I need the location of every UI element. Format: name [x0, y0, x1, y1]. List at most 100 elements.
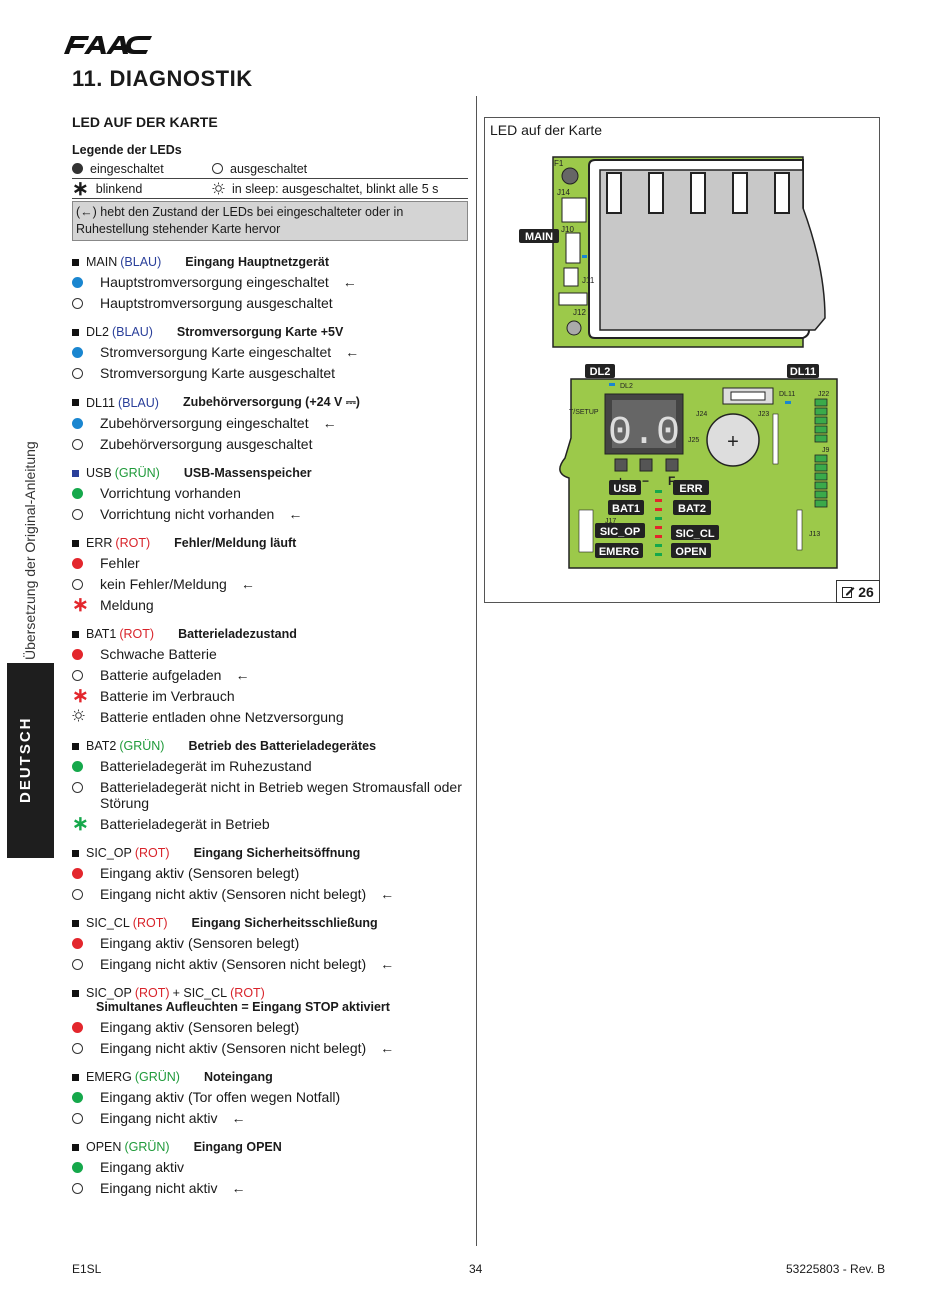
svg-text:0.0: 0.0	[608, 411, 680, 456]
led-name: USB	[86, 466, 112, 480]
led-state-item: Batterie aufgeladen←	[72, 667, 468, 683]
led-state-text: Eingang aktiv (Sensoren belegt)	[100, 865, 300, 881]
label-dl11: DL11	[790, 366, 816, 378]
led-color: (ROT)	[134, 986, 170, 1000]
figure-caption: LED auf der Karte	[490, 122, 603, 138]
led-color-2: (ROT)	[230, 986, 265, 1000]
led-description: Betrieb des Batterieladegerätes	[188, 739, 377, 753]
default-state-arrow-icon: ←	[288, 506, 303, 522]
led-description: USB-Massenspeicher	[183, 466, 312, 480]
led-off-icon	[72, 958, 83, 970]
led-section-header: SIC_CL(ROT)Eingang Sicherheitsschließung	[72, 916, 468, 930]
bullet-square	[72, 539, 79, 547]
led-off-icon	[72, 888, 83, 900]
label-j9: J9	[822, 447, 830, 454]
led-state-item: Batterie entladen ohne Netzversorgung	[72, 709, 468, 725]
label-j12: J12	[573, 308, 586, 317]
led-state-item: Eingang aktiv	[72, 1159, 468, 1175]
page-title: 11. DIAGNOSTIK	[72, 66, 253, 91]
default-state-arrow-icon: ←	[345, 344, 360, 360]
bullet-square	[72, 469, 79, 477]
led-state-text: Eingang nicht aktiv (Sensoren nicht bele…	[100, 1040, 395, 1056]
led-state-item: Hauptstromversorgung eingeschaltet←	[72, 274, 468, 290]
label-dl2-small: DL2	[620, 383, 633, 390]
led-state-item: Eingang nicht aktiv←	[72, 1180, 468, 1196]
led-color: (GRÜN)	[134, 1070, 180, 1084]
led-off-icon	[72, 669, 83, 681]
led-section-header: BAT2(GRÜN)Betrieb des Batterieladegeräte…	[72, 739, 468, 753]
led-state-item: Batterieladegerät im Ruhezustand	[72, 758, 468, 774]
led-off-icon	[72, 297, 83, 309]
led-name: SIC_OP	[86, 846, 132, 860]
label-j13: J13	[809, 531, 820, 538]
bullet-square	[72, 849, 79, 857]
label-usb: USB	[613, 483, 636, 495]
led-section-header: EMERG(GRÜN) Noteingang	[72, 1070, 468, 1084]
led-on-icon	[72, 937, 83, 949]
figure-board: LED auf der Karte F1 J14 J10 J11 J12 MAI	[484, 117, 880, 603]
led-description: Zubehörversorgung (+24 V ⎓)	[182, 395, 360, 409]
led-description: Simultanes Aufleuchten = Eingang STOP ak…	[96, 1000, 390, 1014]
bullet-square	[72, 630, 79, 638]
led-state-text: Stromversorgung Karte ausgeschaltet	[100, 365, 336, 381]
bullet-square	[72, 1143, 79, 1151]
led-state-text: Vorrichtung nicht vorhanden←	[100, 506, 303, 522]
led-state-item: Eingang aktiv (Sensoren belegt)	[72, 935, 468, 951]
label-j25: J25	[688, 437, 699, 444]
bullet-square	[72, 742, 79, 750]
label-sic-cl: SIC_CL	[675, 528, 714, 540]
led-state-item: Batterieladegerät nicht in Betrieb wegen…	[72, 779, 468, 811]
label-battery-plus: +	[727, 431, 739, 453]
led-color: (BLAU)	[120, 255, 162, 269]
led-on-icon	[72, 557, 83, 569]
label-dl2: DL2	[590, 366, 611, 378]
led-section-sic-cl: SIC_CL(ROT)Eingang Sicherheitsschließung…	[72, 916, 468, 972]
left-column: LED AUF DER KARTE Legende der LEDs einge…	[72, 114, 468, 1196]
led-state-text: Eingang nicht aktiv←	[100, 1110, 246, 1126]
footer-left: E1SL	[72, 1262, 102, 1276]
led-section-header: OPEN(GRÜN)Eingang OPEN	[72, 1140, 468, 1154]
led-description: Noteingang	[203, 1070, 273, 1084]
led-name: DL11	[86, 395, 115, 410]
led-state-item: Eingang nicht aktiv←	[72, 1110, 468, 1126]
led-state-text: kein Fehler/Meldung←	[100, 576, 255, 592]
faac-logo	[64, 36, 152, 54]
legend-off-label: ausgeschaltet	[230, 161, 308, 176]
led-state-text: Meldung	[100, 597, 154, 613]
led-state-text: Batterieladegerät im Ruhezustand	[100, 758, 312, 774]
led-section-header: SIC_OP(ROT)+ SIC_CL(ROT)Simultanes Aufle…	[72, 986, 468, 1014]
led-description: Eingang Sicherheitsöffnung	[193, 846, 361, 860]
legend-sleep-label: in sleep: ausgeschaltet, blinkt alle 5 s	[232, 181, 439, 196]
led-state-text: Hauptstromversorgung eingeschaltet←	[100, 274, 357, 290]
led-name: BAT2	[86, 739, 117, 753]
bullet-square	[72, 919, 79, 927]
led-on-icon	[72, 1091, 83, 1103]
led-name: ERR	[86, 536, 113, 550]
label-j23: J23	[758, 411, 769, 418]
bullet-square	[72, 1073, 79, 1081]
led-state-text: Batterie entladen ohne Netzversorgung	[100, 709, 344, 725]
led-color: (BLAU)	[111, 325, 153, 339]
language-tab: DEUTSCH	[7, 663, 54, 858]
led-name: EMERG	[86, 1070, 132, 1084]
sleep-icon	[212, 182, 225, 195]
section-title: LED AUF DER KARTE	[72, 114, 218, 130]
led-state-item: Eingang nicht aktiv (Sensoren nicht bele…	[72, 956, 468, 972]
sleep-icon	[72, 709, 85, 725]
label-j11: J11	[582, 276, 595, 285]
led-section-header: BAT1(ROT)Batterieladezustand	[72, 627, 468, 641]
blink-icon: ∗	[72, 177, 89, 200]
led-state-item: Fehler	[72, 555, 468, 571]
label-minus: −	[642, 474, 649, 488]
page-number: 34	[469, 1262, 483, 1276]
led-section-header: USB(GRÜN)USB-Massenspeicher	[72, 466, 468, 480]
led-on-icon	[72, 346, 83, 358]
led-description: Stromversorgung Karte +5V	[176, 325, 344, 339]
led-section-header: ERR(ROT)Fehler/Meldung läuft	[72, 536, 468, 550]
led-state-item: ∗Batterieladegerät in Betrieb	[72, 814, 468, 834]
led-state-text: Batterie aufgeladen←	[100, 667, 250, 683]
